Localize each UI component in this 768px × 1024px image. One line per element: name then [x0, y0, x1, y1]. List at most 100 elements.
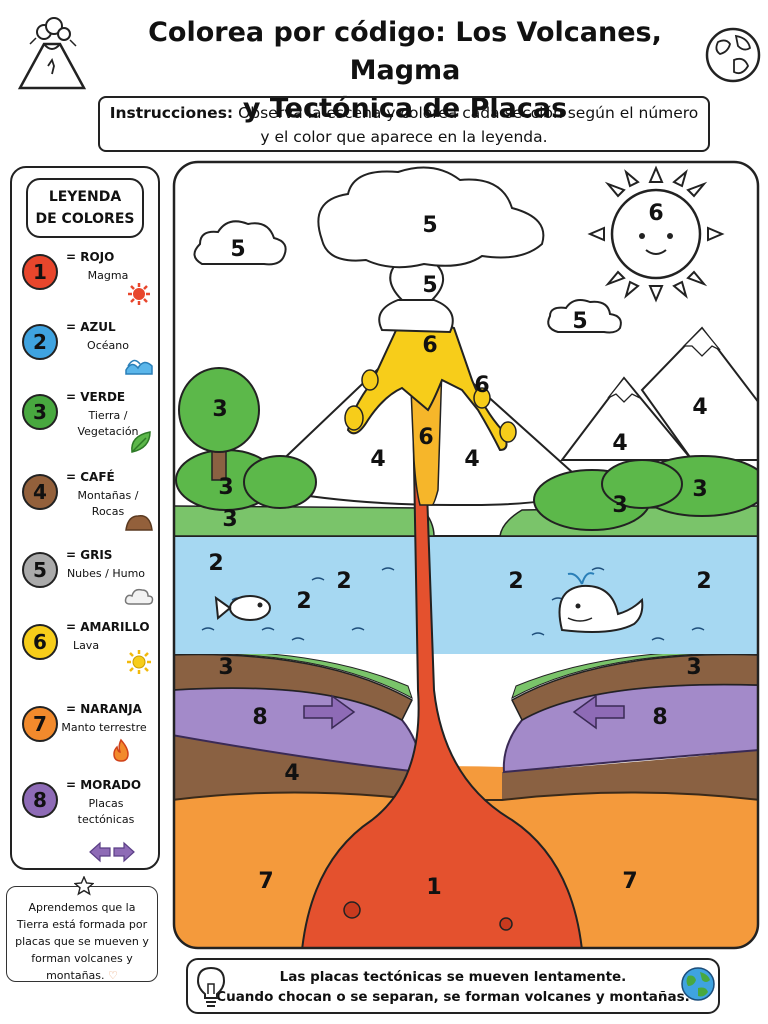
legend-color-name: = CAFÉ	[66, 470, 115, 484]
legend-number: 2	[22, 324, 58, 360]
instructions-label: Instrucciones:	[109, 104, 234, 122]
legend-item-red: 1 = ROJO Magma	[18, 246, 156, 316]
label-mantle-left: 7	[258, 869, 273, 894]
label-bush-right-a: 3	[612, 493, 627, 518]
legend-item-purple: 8 = MORADO Placas tectónicas	[18, 774, 156, 866]
bush-right	[533, 455, 758, 531]
legend-number: 6	[22, 624, 58, 660]
title-line-1: Colorea por código: Los Volcanes, Magma	[148, 17, 662, 86]
label-mountain-near: 4	[612, 431, 627, 456]
heart-icon: ♡	[108, 969, 118, 982]
ocean-ripples	[201, 567, 705, 641]
legend-color-name: = ROJO	[66, 250, 115, 264]
legend-color-name: = GRIS	[66, 548, 113, 562]
legend-title-line-1: LEYENDA	[48, 189, 122, 205]
legend-number: 5	[22, 552, 58, 588]
label-ocean-1: 2	[208, 551, 223, 576]
label-cloud-right: 5	[572, 309, 587, 334]
legend-description: Océano	[87, 339, 129, 352]
flame-icon	[113, 738, 129, 762]
label-ocean-5: 2	[696, 569, 711, 594]
sun-icon	[127, 650, 151, 674]
cloud-left	[193, 220, 287, 266]
legend-item-green: 3 = VERDE Tierra / Vegetación	[18, 386, 156, 456]
whale	[558, 572, 644, 633]
page-title: Colorea por código: Los Volcanes, Magma …	[100, 14, 710, 128]
star-icon	[74, 876, 94, 896]
label-sun: 6	[648, 201, 663, 226]
label-mountain-far: 4	[692, 395, 707, 420]
title-line-2: y Tectónica de Placas	[242, 93, 568, 124]
label-ocean-4: 2	[508, 569, 523, 594]
legend-item-gray: 5 = GRIS Nubes / Humo	[18, 544, 156, 614]
rock-layer-edge	[174, 791, 758, 801]
legend-number: 8	[22, 782, 58, 818]
mountain-near-snow	[607, 376, 641, 403]
sun-burst-icon	[128, 283, 150, 305]
bush-left	[175, 449, 317, 511]
mountain-far-snow	[682, 327, 721, 357]
rock-icon	[125, 515, 153, 531]
legend-number: 7	[22, 706, 58, 742]
label-volcano-left: 4	[370, 447, 385, 472]
legend-number: 1	[22, 254, 58, 290]
instructions-box: Instrucciones: Observa la escena y color…	[98, 96, 710, 152]
tree	[178, 367, 260, 481]
label-lava-right: 6	[474, 373, 489, 398]
label-ocean-3: 2	[296, 589, 311, 614]
label-bush-left: 3	[218, 475, 233, 500]
fact-box: Aprendemos que la Tierra está formada po…	[6, 886, 158, 982]
label-volcano-right: 4	[464, 447, 479, 472]
wave-icon	[125, 359, 153, 375]
legend-color-name: = VERDE	[66, 390, 126, 404]
volcano-icon	[17, 17, 87, 90]
legend-description: Manto terrestre	[61, 721, 147, 734]
label-plate-right: 8	[652, 705, 667, 730]
double-arrow-icon	[89, 841, 135, 863]
mountain-near	[559, 376, 695, 461]
legend-item-orange: 7 = NARANJA Manto terrestre	[18, 698, 156, 768]
legend-color-name: = MORADO	[66, 778, 142, 792]
instructions-text: Observa la escena y colorea cada sección…	[238, 104, 699, 122]
label-tree: 3	[212, 397, 227, 422]
leaf-icon	[131, 431, 151, 453]
label-rock-left: 4	[284, 761, 299, 786]
label-grass-left: 3	[222, 507, 237, 532]
legend-item-brown: 4 = CAFÉ Montañas / Rocas	[18, 466, 156, 536]
label-magma: 1	[426, 875, 441, 900]
earth-icon	[681, 967, 715, 1001]
label-cloud-left: 5	[230, 237, 245, 262]
label-mantle-right: 7	[622, 869, 637, 894]
label-conduit: 6	[418, 425, 433, 450]
legend-description: Lava	[72, 639, 100, 652]
label-ocean-2: 2	[336, 569, 351, 594]
legend-item-blue: 2 = AZUL Océano	[18, 316, 156, 386]
label-smoke-top: 5	[422, 213, 437, 238]
bottom-note: Las placas tectónicas se mueven lentamen…	[186, 958, 720, 1014]
magma-chamber	[300, 349, 584, 948]
globe-icon	[705, 27, 761, 83]
legend-number: 3	[22, 394, 58, 430]
cloud-icon	[124, 588, 154, 605]
label-crater: 6	[422, 333, 437, 358]
bottom-line-1: Las placas tectónicas se mueven lentamen…	[279, 969, 627, 985]
label-shelf-right: 3	[686, 655, 701, 680]
volcano-scene: 5 5 5 5 6 6 6 6 3 3 3 3 3 4 4 4 4 2 2 2 …	[172, 160, 760, 950]
ocean	[174, 536, 758, 654]
sun	[587, 165, 725, 303]
cloud-right	[547, 299, 622, 334]
legend-item-yellow: 6 = AMARILLO Lava	[18, 616, 156, 686]
rock-layer	[174, 735, 422, 800]
rock-layer-right	[502, 750, 758, 800]
legend-number: 4	[22, 474, 58, 510]
shelf-left	[174, 653, 413, 722]
label-plate-left: 8	[252, 705, 267, 730]
legend-description: Montañas / Rocas	[77, 489, 139, 518]
legend-description: Magma	[87, 269, 129, 282]
legend-title: LEYENDA DE COLORES	[26, 178, 144, 238]
label-bush-right-b: 3	[692, 477, 707, 502]
arrow-left-icon	[572, 694, 625, 730]
shelf-right	[511, 653, 758, 722]
fish	[214, 595, 271, 621]
legend-color-name: = NARANJA	[66, 702, 142, 716]
